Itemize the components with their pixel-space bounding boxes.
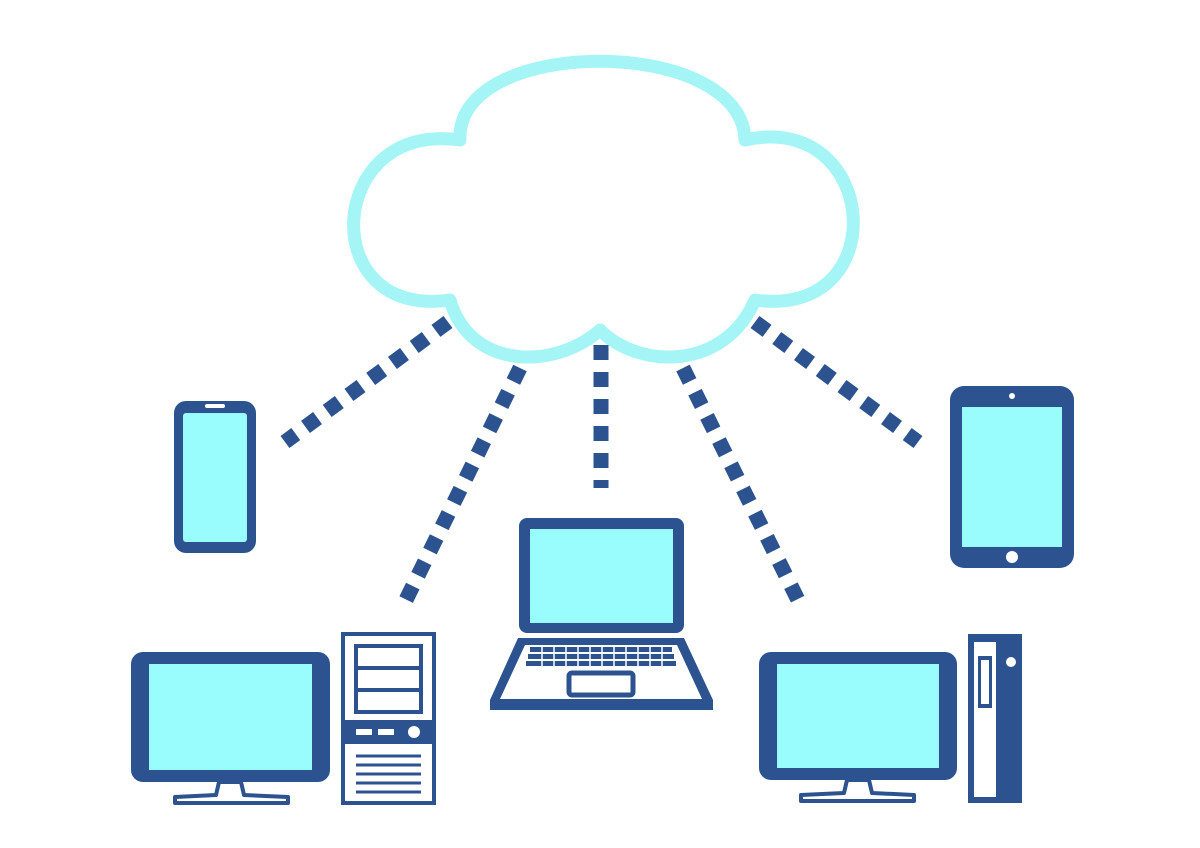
- smartphone-icon: [174, 401, 256, 553]
- desktop-computer-icon: [759, 634, 1022, 803]
- monitor-icon: [131, 652, 330, 805]
- tablet-icon: [950, 386, 1074, 568]
- link-cloud-desktop-right: [676, 364, 809, 612]
- tower-icon: [968, 634, 1022, 803]
- connection-lines: [280, 315, 923, 612]
- link-cloud-smartphone: [280, 315, 453, 449]
- link-cloud-desktop-left: [395, 364, 527, 612]
- monitor-icon: [759, 652, 957, 803]
- laptop-icon: [490, 518, 713, 710]
- tower-icon: [341, 632, 436, 805]
- desktop-computer-icon: [131, 632, 436, 805]
- cloud-icon: [347, 54, 860, 364]
- link-cloud-tablet: [750, 315, 923, 449]
